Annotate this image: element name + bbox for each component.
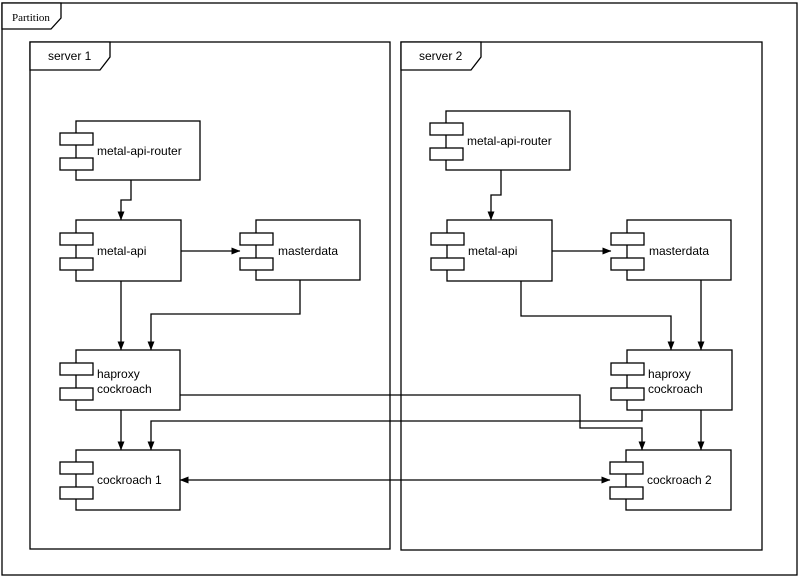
component-port-icon <box>59 157 94 171</box>
component-metal-api-router-s2[interactable]: metal-api-router <box>429 110 571 171</box>
component-cockroach-1-s1[interactable]: cockroach 1 <box>59 449 181 511</box>
partition-frame-label: Partition <box>12 12 50 24</box>
component-port-icon <box>59 387 94 401</box>
component-metal-api-router-s1[interactable]: metal-api-router <box>59 120 201 181</box>
component-port-icon <box>610 387 645 401</box>
component-port-icon <box>59 362 94 376</box>
component-port-icon <box>239 257 274 271</box>
component-port-icon <box>59 257 94 271</box>
component-port-icon <box>429 147 464 161</box>
server-1-frame[interactable]: server 1 <box>29 41 391 550</box>
component-box <box>625 449 732 511</box>
component-port-icon <box>609 486 644 500</box>
component-label: metal-api-router <box>467 134 552 148</box>
component-label: masterdata <box>278 244 338 258</box>
component-masterdata-s1[interactable]: masterdata <box>239 219 361 281</box>
edge-router-to-metalapi-s2[interactable] <box>487 170 502 221</box>
component-label-line2: cockroach <box>97 382 152 396</box>
component-port-icon <box>59 461 94 475</box>
partition-frame-tab <box>1 2 62 30</box>
server-2-frame[interactable]: server 2 <box>400 41 763 551</box>
component-box <box>445 110 571 171</box>
component-label: metal-api <box>97 244 146 258</box>
component-cockroach-2-s2[interactable]: cockroach 2 <box>609 449 732 511</box>
component-port-icon <box>610 257 645 271</box>
component-port-icon <box>610 232 645 246</box>
component-metal-api-s1[interactable]: metal-api <box>59 219 182 282</box>
edge-haproxy1-to-cockroach2[interactable] <box>180 394 646 451</box>
edge-router-to-metalapi-s1[interactable] <box>117 180 132 221</box>
server-2-frame-label: server 2 <box>419 49 463 63</box>
component-port-icon <box>429 122 464 136</box>
server-2-frame-border <box>400 41 763 551</box>
component-box <box>75 449 181 511</box>
component-masterdata-s2[interactable]: masterdata <box>610 219 732 281</box>
server-2-frame-tab <box>400 41 482 71</box>
component-label: metal-api <box>468 244 517 258</box>
component-port-icon <box>239 232 274 246</box>
component-port-icon <box>430 232 465 246</box>
component-port-icon <box>609 461 644 475</box>
server-1-frame-border <box>29 41 391 550</box>
component-port-icon <box>430 257 465 271</box>
component-haproxy-cockroach-s2[interactable]: haproxy cockroach <box>610 349 733 411</box>
component-label: cockroach 2 <box>647 473 712 487</box>
server-1-frame-tab <box>29 41 111 71</box>
component-box <box>446 219 553 282</box>
component-box <box>75 219 182 282</box>
component-label-line1: haproxy <box>648 367 691 381</box>
component-port-icon <box>59 486 94 500</box>
component-label: cockroach 1 <box>97 473 162 487</box>
component-label-line1: haproxy <box>97 367 140 381</box>
component-port-icon <box>610 362 645 376</box>
edge-haproxy2-to-cockroach1[interactable] <box>147 410 643 451</box>
edge-masterdata-to-haproxy-s1[interactable] <box>147 280 301 351</box>
edge-metalapi-to-haproxy-s2[interactable] <box>520 281 675 351</box>
component-port-icon <box>59 132 94 146</box>
server-1-frame-label: server 1 <box>48 49 92 63</box>
component-label: masterdata <box>649 244 709 258</box>
component-label-line2: cockroach <box>648 382 703 396</box>
component-box <box>75 120 201 181</box>
component-label: metal-api-router <box>97 144 182 158</box>
component-port-icon <box>59 232 94 246</box>
component-haproxy-cockroach-s1[interactable]: haproxy cockroach <box>59 349 181 411</box>
component-metal-api-s2[interactable]: metal-api <box>430 219 553 282</box>
